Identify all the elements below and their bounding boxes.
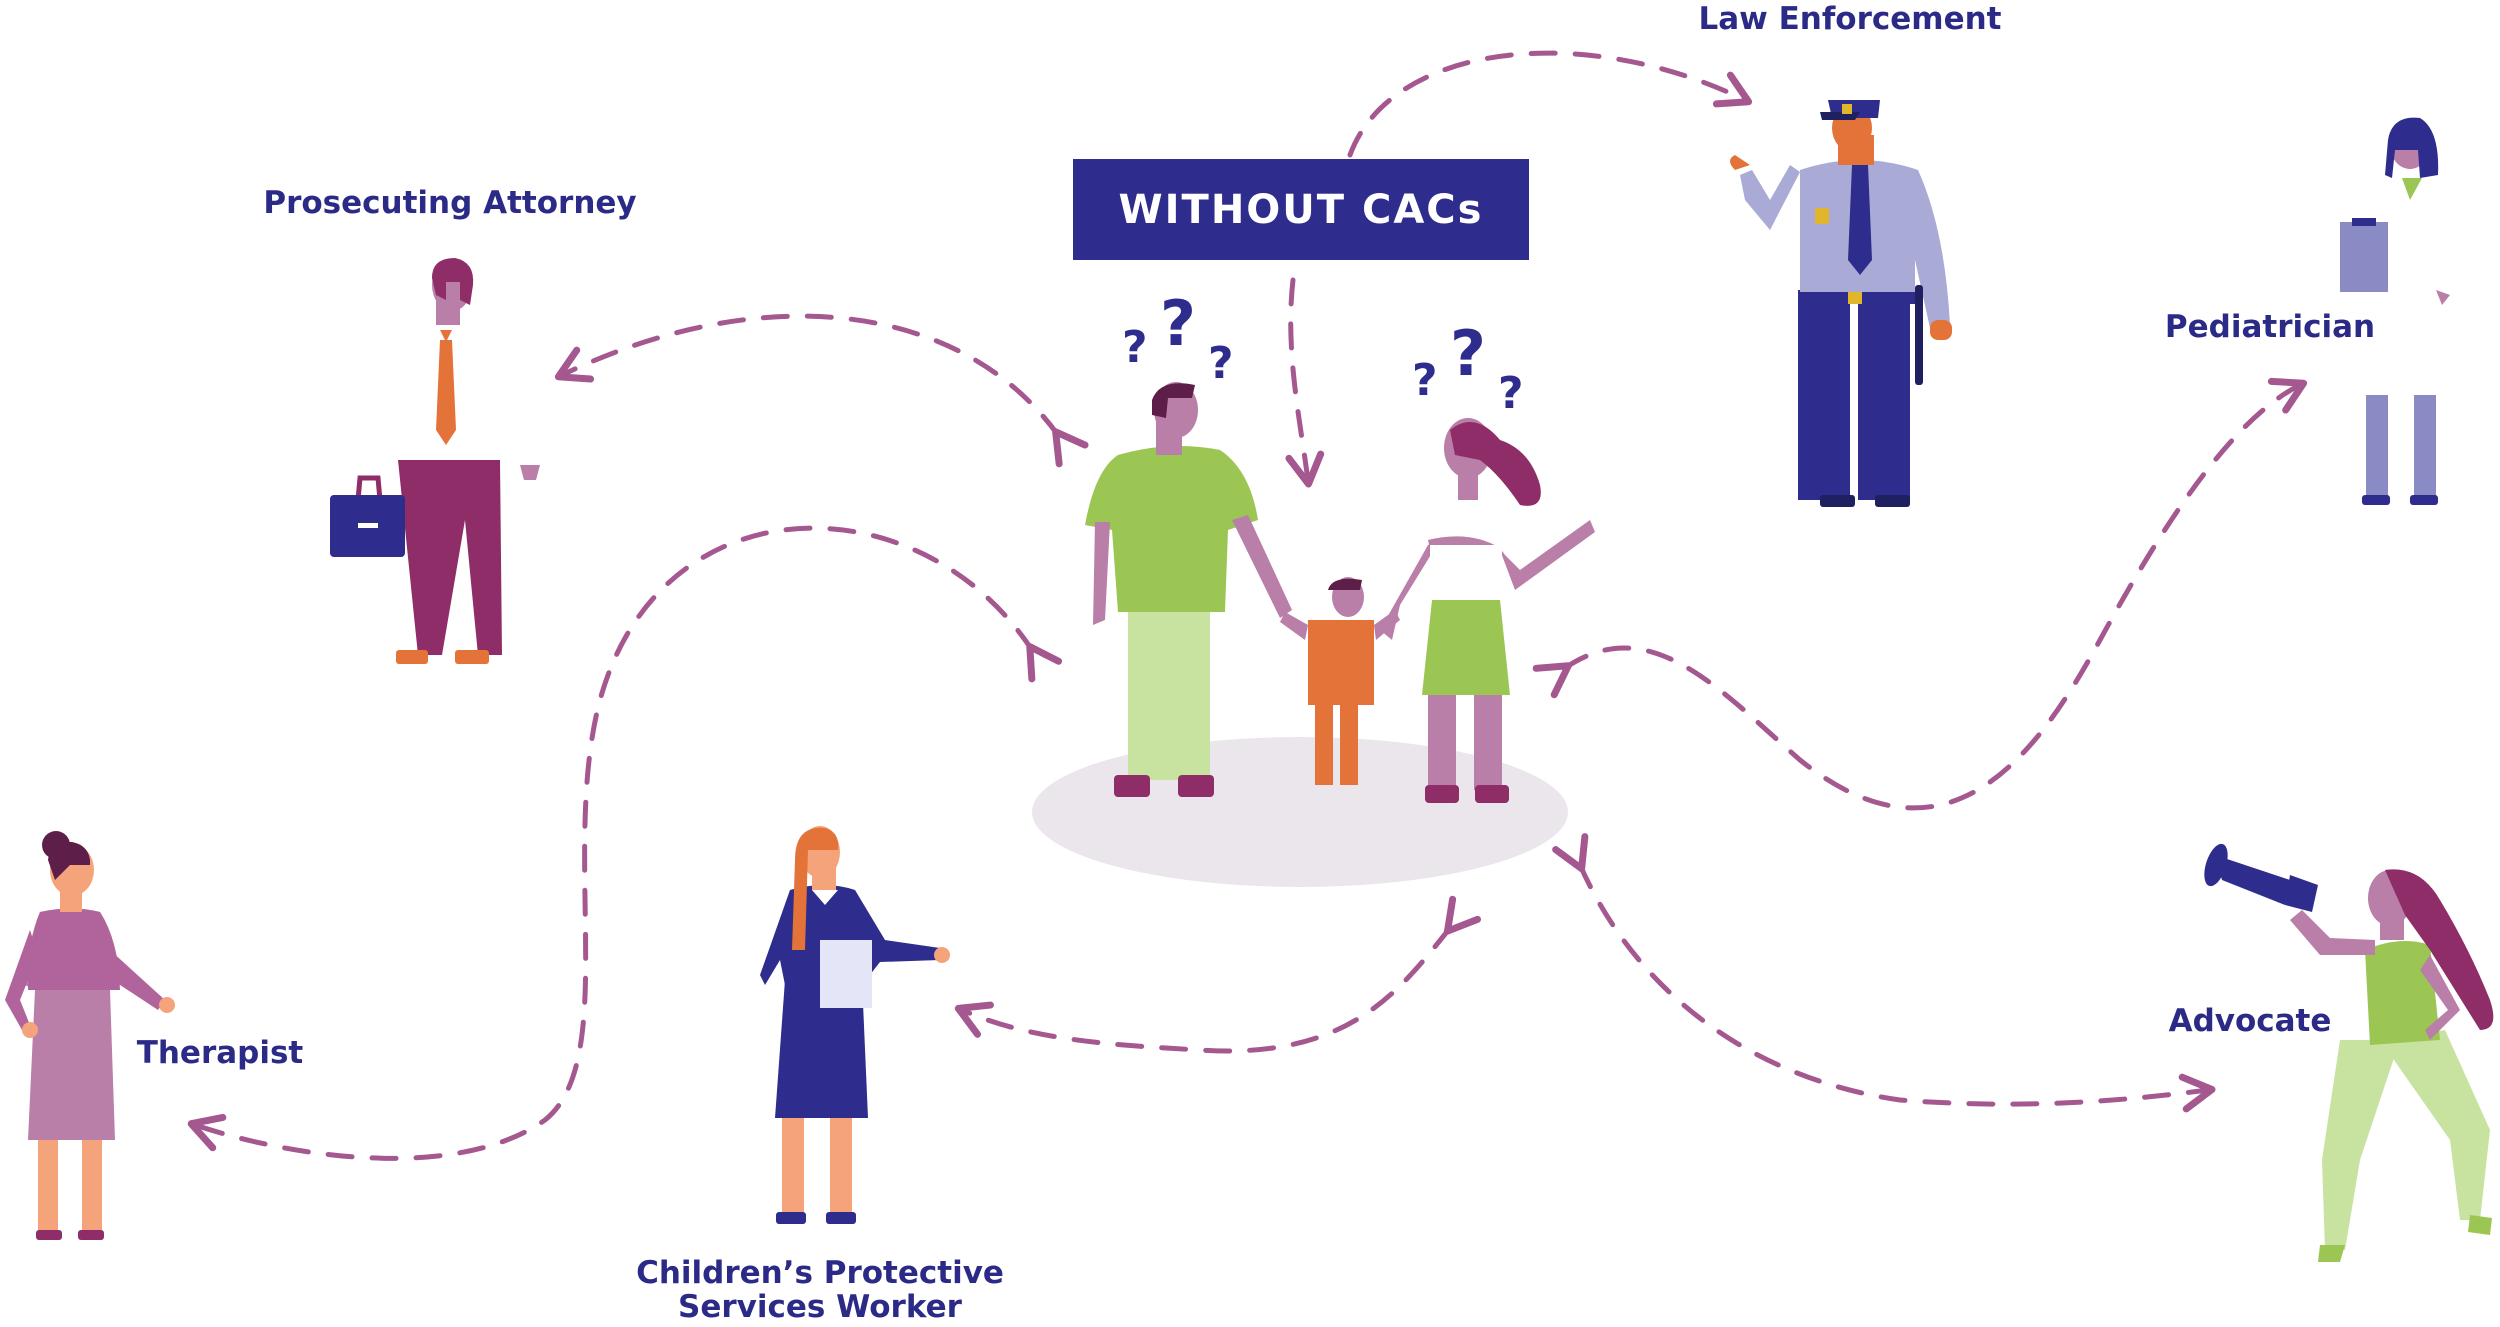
svg-text:?: ? — [1160, 287, 1196, 360]
police-officer-figure — [1730, 100, 1952, 507]
family-group: ? ? ? ? ? ? — [1032, 287, 1595, 887]
arrow-therapist-family — [195, 528, 1032, 1158]
label-advocate: Advocate — [2150, 1004, 2350, 1038]
label-therapist: Therapist — [120, 1036, 320, 1070]
svg-text:?: ? — [1498, 368, 1524, 419]
title-banner: WITHOUT CACs — [1073, 159, 1529, 260]
label-pediatrician: Pediatrician — [2120, 310, 2420, 344]
question-marks-mother: ? ? ? — [1412, 317, 1524, 419]
label-prosecuting-attorney: Prosecuting Attorney — [260, 186, 640, 220]
attorney-figure — [330, 258, 540, 664]
label-cps-worker-line1: Children’s Protective — [620, 1256, 1020, 1290]
svg-text:?: ? — [1450, 317, 1486, 390]
svg-text:?: ? — [1208, 338, 1234, 389]
label-cps-worker-line2: Services Worker — [620, 1290, 1020, 1324]
cps-worker-figure — [760, 826, 950, 1224]
label-law-enforcement: Law Enforcement — [1690, 2, 2010, 36]
arrow-cps-family — [962, 928, 1450, 1051]
svg-text:?: ? — [1122, 322, 1148, 373]
arrow-title-to-family — [1291, 280, 1308, 480]
advocate-figure — [2200, 841, 2494, 1262]
arrow-attorney-family — [562, 316, 1058, 435]
question-marks-father: ? ? ? — [1122, 287, 1234, 389]
svg-text:?: ? — [1412, 355, 1438, 406]
father-figure — [1085, 382, 1292, 797]
arrow-pediatrician-family — [1565, 385, 2300, 808]
arrow-law-to-family — [1350, 53, 1745, 155]
arrow-advocate-family — [1580, 865, 2208, 1104]
